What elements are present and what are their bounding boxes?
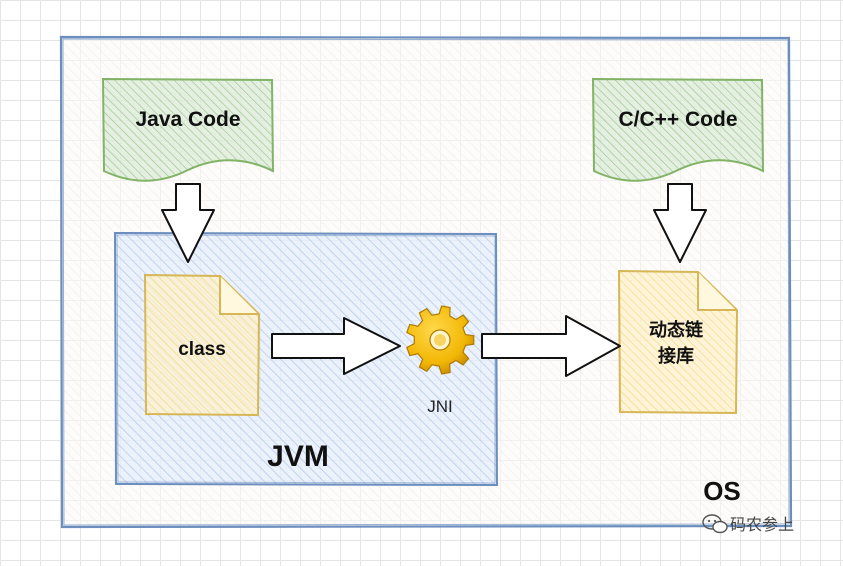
class-file [143,273,261,417]
arrow-jni-to-library [481,315,621,377]
class-label: class [178,339,226,360]
arrow-cpp-to-library [653,183,707,263]
jvm-label: JVM [267,440,329,473]
watermark-text: 码农参上 [730,515,794,534]
java-code-box [101,77,275,182]
gear-icon [406,305,475,375]
java-code-label: Java Code [135,108,240,131]
os-label: OS [703,476,741,506]
cpp-code-label: C/C++ Code [618,108,737,131]
dynamic-library-label-line2: 接库 [658,345,694,367]
arrow-java-to-class [161,183,215,263]
dynamic-library-file [617,269,739,415]
jni-label: JNI [427,397,453,416]
wechat-icon [702,514,728,534]
arrow-class-to-jni [271,317,401,375]
cpp-code-box [591,77,765,182]
watermark: 码农参上 [702,514,794,534]
dynamic-library-label-line1: 动态链 [649,319,704,341]
